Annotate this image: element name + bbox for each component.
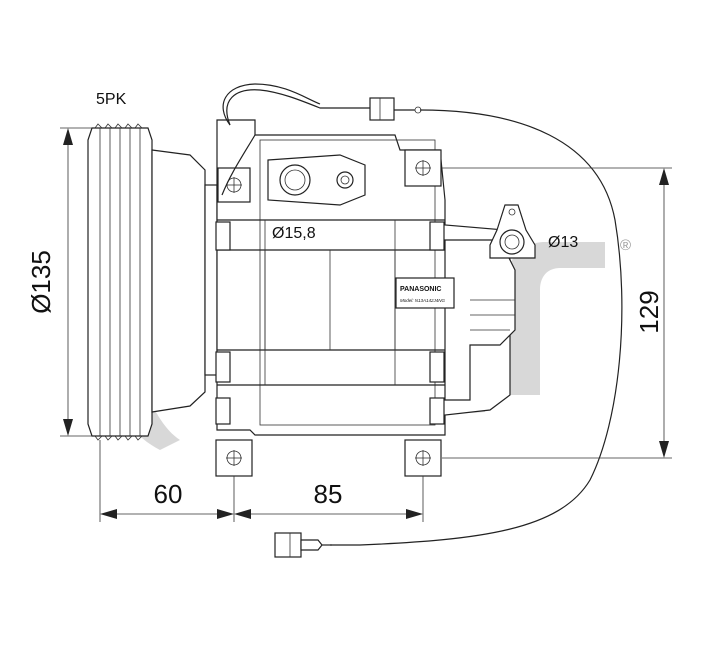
- mounting-ear-bottom-left: [215, 439, 253, 477]
- mounting-ear-top-right: [404, 149, 442, 187]
- discharge-port: [489, 204, 536, 259]
- label-height: 129: [634, 290, 664, 333]
- connector-top-icon: [369, 97, 395, 121]
- dimension-bottom: 60 85: [99, 440, 424, 522]
- dimension-pulley-diameter: Ø135: [26, 127, 92, 437]
- pulley: [87, 123, 218, 441]
- suction-port: [267, 154, 366, 206]
- label-pulley-offset: 60: [154, 479, 183, 509]
- nameplate-maker: PANASONIC: [400, 286, 441, 293]
- trademark-symbol: ®: [620, 237, 631, 254]
- label-suction-port: Ø15,8: [272, 225, 316, 242]
- dimension-height: 129: [442, 167, 672, 459]
- label-mount-spacing: 85: [314, 479, 343, 509]
- label-discharge-port: Ø13: [548, 234, 578, 251]
- wiring-harness: [221, 83, 623, 558]
- connector-bottom-icon: [274, 532, 302, 558]
- mounting-ear-top-left: [217, 167, 251, 203]
- label-belt-type: 5PK: [96, 91, 127, 108]
- nameplate: PANASONIC Model: N13A142J4NG: [395, 277, 455, 309]
- nameplate-model: Model: N13A142J4NG: [400, 298, 446, 303]
- label-pulley-diameter: Ø135: [26, 250, 56, 314]
- mounting-ear-bottom-right: [404, 439, 442, 477]
